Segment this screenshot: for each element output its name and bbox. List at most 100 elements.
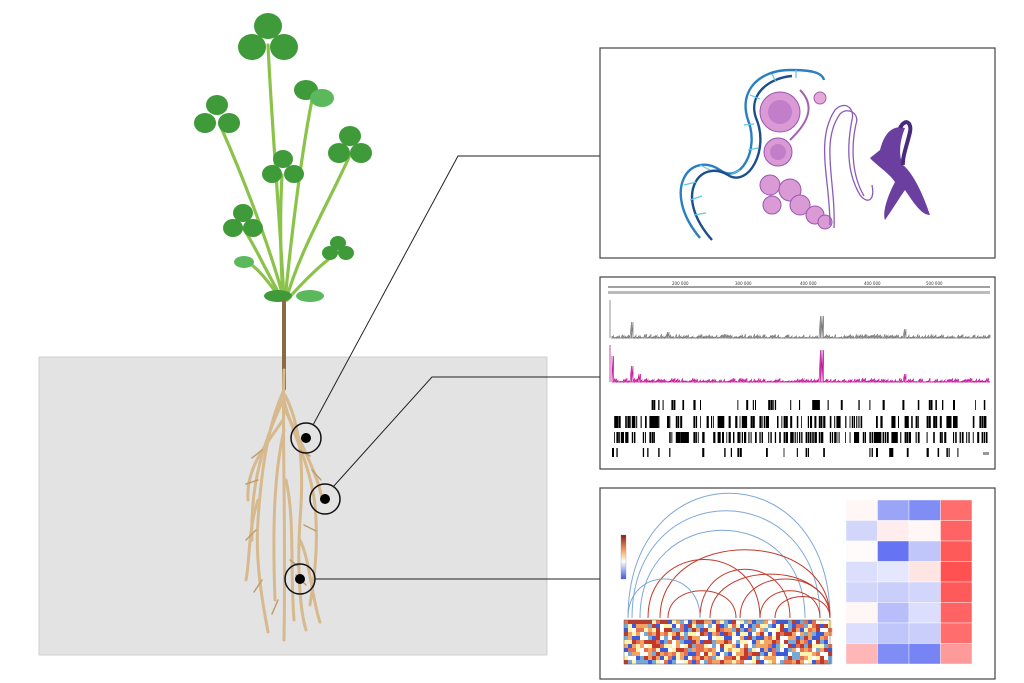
hic-cell — [640, 648, 645, 653]
feature-block — [693, 400, 696, 410]
feature-block — [642, 432, 645, 443]
feature-block — [955, 432, 957, 443]
hic-cell — [696, 636, 701, 641]
feature-block — [799, 432, 801, 443]
heatmap-cell — [940, 540, 973, 562]
hic-cell — [728, 620, 733, 625]
hic-cell — [644, 636, 649, 641]
hic-cell — [732, 652, 737, 657]
feature-block — [860, 416, 863, 428]
hic-cell — [632, 632, 637, 637]
hic-cell — [788, 660, 793, 665]
hic-cell — [628, 636, 633, 641]
hic-cell — [824, 632, 829, 637]
expression-heatmap — [845, 499, 973, 665]
hic-cell — [672, 640, 677, 645]
hic-cell — [808, 632, 813, 637]
feature-block — [616, 416, 619, 428]
hic-cell — [804, 628, 809, 633]
feature-block — [695, 416, 698, 428]
feature-block — [686, 432, 688, 443]
feature-block — [810, 432, 812, 443]
hic-cell — [792, 624, 797, 629]
feature-block — [823, 416, 826, 428]
hic-cell — [680, 660, 685, 665]
feature-tracks — [612, 400, 988, 457]
hic-cell — [760, 656, 765, 661]
hic-cell — [648, 656, 653, 661]
hic-cell — [768, 648, 773, 653]
hic-cell — [688, 644, 693, 649]
hic-cell — [784, 648, 789, 653]
hic-cell — [656, 632, 661, 637]
feature-block — [906, 448, 909, 457]
hic-cell — [664, 628, 669, 633]
hic-cell — [792, 620, 797, 625]
feature-block — [871, 448, 873, 457]
feature-block — [737, 432, 740, 443]
hic-cell — [632, 648, 637, 653]
hic-cell — [788, 632, 793, 637]
feature-block — [926, 432, 928, 443]
hic-cell — [804, 644, 809, 649]
hic-cell — [700, 660, 705, 665]
hic-cell — [732, 644, 737, 649]
heatmap-cell — [940, 622, 973, 644]
hic-cell — [736, 660, 741, 665]
hic-cell — [784, 640, 789, 645]
hic-cell — [688, 660, 693, 665]
hic-cell — [644, 644, 649, 649]
hic-cell — [812, 656, 817, 661]
heatmap-cell — [908, 622, 941, 644]
feature-block — [700, 416, 701, 428]
hic-cell — [764, 628, 769, 633]
feature-block — [966, 432, 968, 443]
feature-block — [669, 416, 671, 428]
feature-block — [979, 416, 982, 428]
hic-cell — [784, 636, 789, 641]
feature-block — [796, 432, 798, 443]
feature-block — [851, 416, 854, 428]
hic-cell — [800, 632, 805, 637]
hic-cell — [680, 632, 685, 637]
hic-cell — [780, 636, 785, 641]
hic-cell — [792, 628, 797, 633]
heatmap-cell — [877, 499, 910, 521]
hic-cell — [684, 624, 689, 629]
hic-cell — [764, 636, 769, 641]
hic-cell — [820, 652, 825, 657]
hic-cell — [684, 636, 689, 641]
hic-cell — [780, 644, 785, 649]
hic-cell — [792, 640, 797, 645]
feature-block — [983, 400, 986, 410]
heatmap-cell — [908, 581, 941, 603]
interaction-arcs — [627, 492, 831, 619]
feature-block — [653, 400, 656, 410]
hic-cell — [756, 648, 761, 653]
hic-cell — [784, 620, 789, 625]
heatmap-cell — [845, 561, 878, 583]
hic-cell — [624, 620, 629, 625]
feature-block — [759, 416, 762, 428]
hic-cell — [624, 648, 629, 653]
hic-cell — [772, 656, 777, 661]
feature-block — [713, 416, 714, 428]
hic-cell — [732, 656, 737, 661]
hic-cell — [680, 644, 685, 649]
hic-cell — [724, 644, 729, 649]
hic-cell — [768, 660, 773, 665]
feature-block — [700, 400, 701, 410]
hic-cell — [724, 624, 729, 629]
hic-cell — [628, 628, 633, 633]
feature-block — [845, 416, 847, 428]
hic-cell — [776, 656, 781, 661]
hic-cell — [644, 628, 649, 633]
feature-block — [636, 416, 638, 428]
hic-cell — [684, 620, 689, 625]
hic-cell — [784, 628, 789, 633]
hic-cell — [824, 660, 829, 665]
hic-cell — [724, 632, 729, 637]
hic-cell — [784, 660, 789, 665]
hic-cell — [664, 656, 669, 661]
hic-cell — [768, 640, 773, 645]
